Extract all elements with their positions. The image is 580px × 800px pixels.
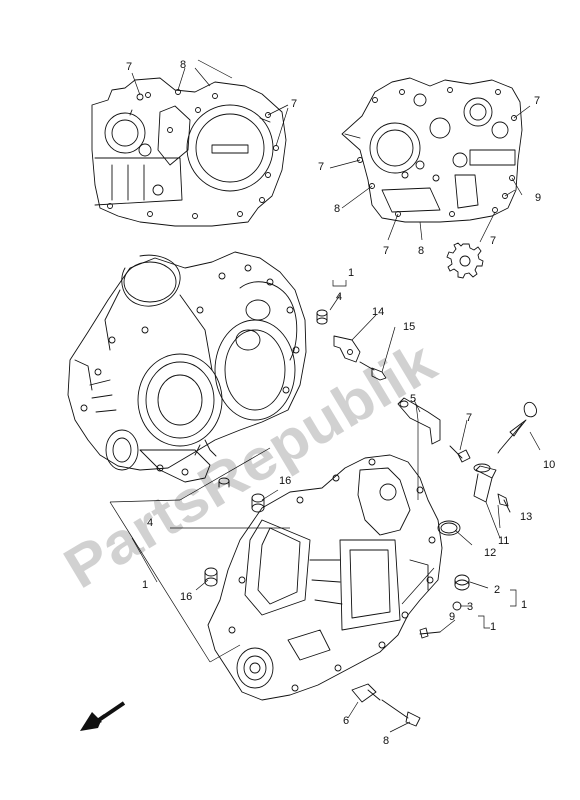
bolt-part-8 <box>381 699 421 727</box>
callout-6: 6 <box>343 715 349 727</box>
front-direction-arrow-icon <box>80 701 126 731</box>
bracket-part-5 <box>397 397 441 445</box>
leader-lines <box>109 59 541 733</box>
crankcase-right-half <box>207 454 443 701</box>
callout-3: 3 <box>467 601 473 613</box>
dowel-pin-lower-left <box>218 477 230 488</box>
callout-7-b: 7 <box>291 98 297 110</box>
callout-16-b: 16 <box>180 591 192 603</box>
callout-10: 10 <box>543 459 555 471</box>
callout-14: 14 <box>372 306 384 318</box>
callout-1-a: 1 <box>348 267 354 279</box>
gear-icon <box>446 242 484 279</box>
dipstick-part-10 <box>497 401 537 454</box>
callout-1-d: 1 <box>490 621 496 633</box>
callout-7-g: 7 <box>466 412 472 424</box>
bolt-part-7 <box>449 445 471 463</box>
callout-12: 12 <box>484 547 496 559</box>
callout-1-c: 1 <box>521 599 527 611</box>
bolt-part-9 <box>419 627 441 639</box>
callout-7-d: 7 <box>318 161 324 173</box>
crankcase-inset-left <box>91 77 287 227</box>
filler-tube-part-11 <box>473 463 497 503</box>
callout-5: 5 <box>410 393 416 405</box>
o-ring-part-12 <box>437 520 461 536</box>
dowel-pin-upper <box>316 309 328 325</box>
callout-7-c: 7 <box>534 95 540 107</box>
dowel-pin-16-upper <box>251 493 265 513</box>
callout-8-b: 8 <box>334 203 340 215</box>
callout-4-a: 4 <box>336 291 342 303</box>
callout-7-e: 7 <box>383 245 389 257</box>
crankcase-left-half <box>67 251 307 483</box>
bolt-part-13 <box>497 493 511 513</box>
callout-9-b: 9 <box>449 611 455 623</box>
crankcase-inset-right <box>341 77 523 223</box>
callout-8-a: 8 <box>180 59 186 71</box>
sensor-part-6 <box>351 683 381 703</box>
callout-9-a: 9 <box>535 192 541 204</box>
callout-2: 2 <box>494 584 500 596</box>
callout-15: 15 <box>403 321 415 333</box>
callout-11: 11 <box>498 535 509 547</box>
callout-13: 13 <box>520 511 532 523</box>
washer-part-3 <box>452 601 462 611</box>
callout-4-b: 4 <box>147 517 153 529</box>
callout-8-c: 8 <box>418 245 424 257</box>
callout-16-a: 16 <box>279 475 291 487</box>
plug-part-2 <box>454 574 470 591</box>
callout-7-a: 7 <box>126 61 132 73</box>
callout-1-b: 1 <box>142 579 148 591</box>
callout-8-d: 8 <box>383 735 389 747</box>
bolt-part-15 <box>359 361 387 381</box>
dowel-pin-16-lower <box>204 567 218 587</box>
callout-7-f: 7 <box>490 235 496 247</box>
gasket-bracket-part-14 <box>333 335 361 363</box>
